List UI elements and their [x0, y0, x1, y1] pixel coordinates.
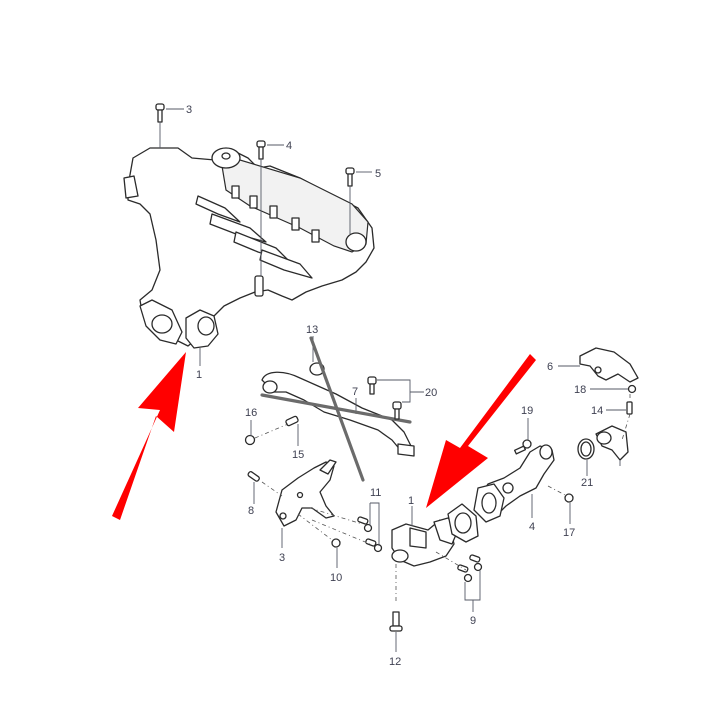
callout-6: 6 — [547, 361, 553, 373]
callout-14: 14 — [591, 405, 603, 417]
bolt-19 — [513, 418, 532, 455]
bolts-20 — [367, 376, 424, 420]
callout-16: 16 — [245, 407, 257, 419]
callout-7: 7 — [352, 386, 358, 398]
callout-17: 17 — [563, 527, 575, 539]
nut-18 — [590, 384, 637, 394]
housing-6 — [558, 347, 639, 383]
callout-20: 20 — [425, 387, 437, 399]
callout-9: 9 — [470, 615, 476, 627]
callout-15: 15 — [292, 449, 304, 461]
callout-3: 3 — [186, 104, 192, 116]
callout-4: 4 — [286, 140, 292, 152]
nut-10 — [297, 513, 341, 568]
clamp-21 — [577, 438, 595, 476]
bracket-3 — [275, 459, 337, 548]
callout-10: 10 — [330, 572, 342, 584]
callout-1: 1 — [196, 369, 202, 381]
bolt-12 — [389, 611, 403, 652]
red-arrow-right — [426, 354, 536, 508]
intake-manifold — [123, 147, 375, 349]
callout-18: 18 — [574, 384, 586, 396]
nut-17 — [547, 485, 574, 524]
bolts-9 — [435, 551, 483, 612]
bolt-4-top — [256, 140, 284, 276]
bolts-11 — [309, 502, 383, 553]
callout-8: 8 — [248, 505, 254, 517]
callout-3-bracket: 3 — [279, 552, 285, 564]
nut-16 — [244, 420, 256, 446]
stud-8 — [247, 471, 283, 504]
callout-21: 21 — [581, 477, 593, 489]
callout-12: 12 — [389, 656, 401, 668]
callout-13: 13 — [306, 324, 318, 336]
bolt-5-top — [345, 167, 372, 234]
elbow-outlet — [595, 413, 631, 466]
bolt-3-top — [155, 103, 184, 148]
gasket — [447, 503, 479, 543]
callout-1-valve: 1 — [408, 495, 414, 507]
callout-5: 5 — [375, 168, 381, 180]
sensor-14 — [606, 394, 633, 415]
red-arrow-left — [112, 352, 186, 520]
egr-valve-1 — [391, 506, 459, 604]
callout-labels: 3 4 5 1 13 7 20 16 15 6 18 14 19 21 8 11… — [186, 104, 603, 668]
callout-4-cooler: 4 — [529, 521, 535, 533]
egr-pipe-7 — [261, 336, 415, 457]
egr-cooler-4 — [473, 444, 555, 523]
sensor-15 — [254, 415, 299, 446]
callout-19: 19 — [521, 405, 533, 417]
strike-out-lines — [260, 336, 412, 482]
callout-11: 11 — [370, 487, 381, 499]
